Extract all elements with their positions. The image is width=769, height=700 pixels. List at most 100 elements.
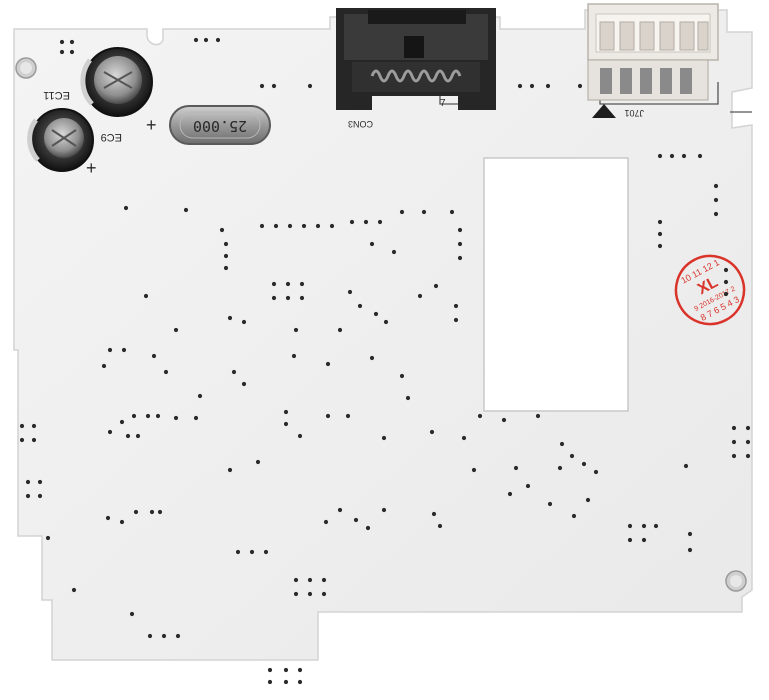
via-dot <box>321 591 327 597</box>
via-dot <box>69 49 75 55</box>
via-dot <box>273 223 279 229</box>
via-dot <box>347 289 353 295</box>
via-dot <box>683 463 689 469</box>
via-dot <box>37 479 43 485</box>
via-dot <box>547 501 553 507</box>
via-dot <box>125 433 131 439</box>
via-dot <box>731 453 737 459</box>
via-dot <box>59 49 65 55</box>
via-dot <box>449 209 455 215</box>
via-dot <box>457 255 463 261</box>
via-dot <box>173 415 179 421</box>
via-dot <box>31 423 37 429</box>
via-dot <box>235 549 241 555</box>
via-dot <box>369 241 375 247</box>
via-dot <box>307 83 313 89</box>
j701-label: J701 <box>624 108 644 118</box>
via-dot <box>25 493 31 499</box>
via-dot <box>19 437 25 443</box>
via-dot <box>513 465 519 471</box>
via-dot <box>559 441 565 447</box>
via-dot <box>657 219 663 225</box>
via-dot <box>571 513 577 519</box>
via-dot <box>417 293 423 299</box>
via-dot <box>357 303 363 309</box>
via-dot <box>377 219 383 225</box>
mounting-hole <box>20 62 32 74</box>
crystal-marking: 25.000 <box>193 117 247 135</box>
via-dot <box>657 231 663 237</box>
via-dot <box>421 209 427 215</box>
via-dot <box>155 413 161 419</box>
via-dot <box>569 453 575 459</box>
via-dot <box>535 413 541 419</box>
via-dot <box>119 519 125 525</box>
via-dot <box>557 465 563 471</box>
via-dot <box>307 577 313 583</box>
via-dot <box>121 347 127 353</box>
via-dot <box>687 531 693 537</box>
via-dot <box>255 459 261 465</box>
via-dot <box>283 679 289 685</box>
via-dot <box>299 281 305 287</box>
via-dot <box>163 369 169 375</box>
via-dot <box>453 303 459 309</box>
via-dot <box>283 667 289 673</box>
via-dot <box>151 353 157 359</box>
via-dot <box>337 327 343 333</box>
via-dot <box>369 355 375 361</box>
crystal-oscillator <box>169 105 271 145</box>
via-dot <box>143 293 149 299</box>
via-dot <box>241 319 247 325</box>
via-dot <box>203 37 209 43</box>
via-dot <box>293 577 299 583</box>
via-dot <box>723 291 729 297</box>
via-dot <box>135 433 141 439</box>
con3-label: CON3 <box>348 119 373 129</box>
ec9-plus: + <box>86 158 97 178</box>
via-dot <box>285 281 291 287</box>
via-dots <box>19 37 751 685</box>
ec11-label: EC11 <box>43 89 70 101</box>
via-dot <box>657 153 663 159</box>
via-dot <box>259 83 265 89</box>
via-dot <box>429 429 435 435</box>
con3-connector <box>336 8 496 110</box>
via-dot <box>627 537 633 543</box>
via-dot <box>227 315 233 321</box>
via-dot <box>681 153 687 159</box>
via-dot <box>545 83 551 89</box>
via-dot <box>525 483 531 489</box>
via-dot <box>131 413 137 419</box>
via-dot <box>383 319 389 325</box>
via-dot <box>501 417 507 423</box>
via-dot <box>399 209 405 215</box>
via-dot <box>363 219 369 225</box>
via-dot <box>697 153 703 159</box>
via-dot <box>293 591 299 597</box>
con3-pin-mark: 7 <box>440 98 446 109</box>
via-dot <box>215 37 221 43</box>
via-dot <box>183 207 189 213</box>
via-dot <box>687 547 693 553</box>
via-dot <box>329 223 335 229</box>
via-dot <box>283 409 289 415</box>
via-dot <box>745 439 751 445</box>
via-dot <box>399 373 405 379</box>
via-dot <box>133 509 139 515</box>
ec9-label: EC9 <box>101 131 122 143</box>
j701-connector <box>587 3 719 118</box>
via-dot <box>173 327 179 333</box>
via-dot <box>71 587 77 593</box>
via-dot <box>653 523 659 529</box>
via-dot <box>461 435 467 441</box>
via-dot <box>437 523 443 529</box>
via-dot <box>641 523 647 529</box>
via-dot <box>301 223 307 229</box>
via-dot <box>149 509 155 515</box>
via-dot <box>271 295 277 301</box>
via-dot <box>219 227 225 233</box>
via-dot <box>307 591 313 597</box>
